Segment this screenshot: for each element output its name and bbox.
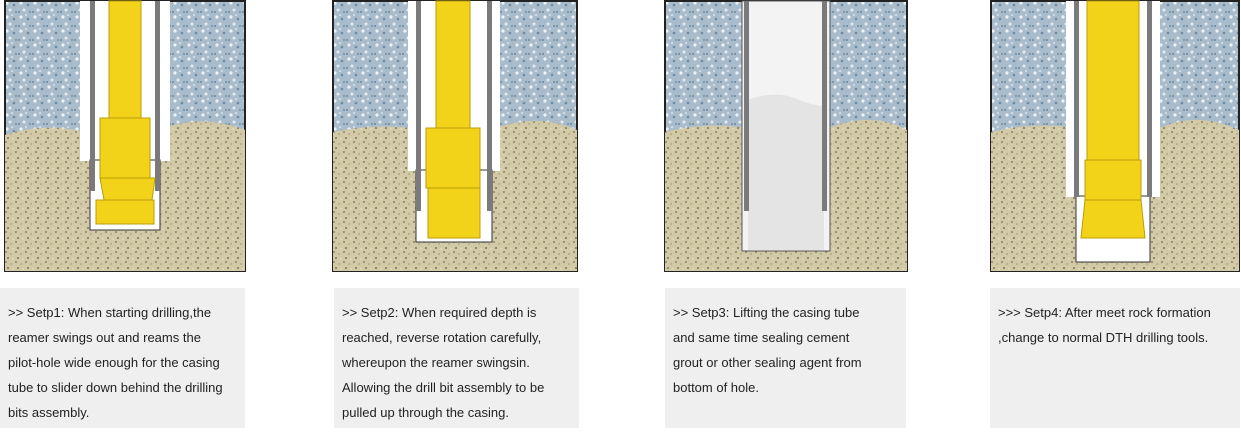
pilot-bit (95, 199, 155, 225)
step-1-caption: >> Setp1: When starting drilling,the rea… (8, 305, 223, 420)
retracted-reamer (427, 187, 481, 239)
step-3-caption-box: >> Setp3: Lifting the casing tube and sa… (665, 288, 906, 428)
step-2-caption-box: >> Setp2: When required depth is reached… (334, 288, 579, 428)
step-1-caption-box: >> Setp1: When starting drilling,the rea… (0, 288, 245, 428)
step-4-caption-box: >>> Setp4: After meet rock formation ,ch… (990, 288, 1240, 428)
casing-right (1147, 1, 1152, 197)
hammer (99, 117, 151, 179)
drill-rod (108, 0, 142, 122)
step-4-diagram (990, 0, 1240, 272)
cement-grout (748, 94, 824, 250)
step-3-caption: >> Setp3: Lifting the casing tube and sa… (673, 305, 862, 395)
casing-right (822, 1, 827, 211)
casing-left (90, 1, 95, 191)
dth-bit (1080, 199, 1146, 239)
casing-left (1074, 1, 1079, 197)
casing-left (744, 1, 749, 211)
step-1-diagram (4, 0, 246, 272)
hammer (425, 127, 481, 189)
dth-hammer (1086, 0, 1140, 162)
step-3-diagram (664, 0, 908, 272)
casing-right (155, 1, 160, 191)
reamer (99, 177, 156, 201)
step-2-caption: >> Setp2: When required depth is reached… (342, 305, 545, 420)
casing-right (487, 1, 492, 211)
drill-rod (435, 0, 471, 132)
step-4-caption: >>> Setp4: After meet rock formation ,ch… (998, 305, 1211, 345)
step-2-diagram (332, 0, 578, 272)
casing-left (416, 1, 421, 211)
